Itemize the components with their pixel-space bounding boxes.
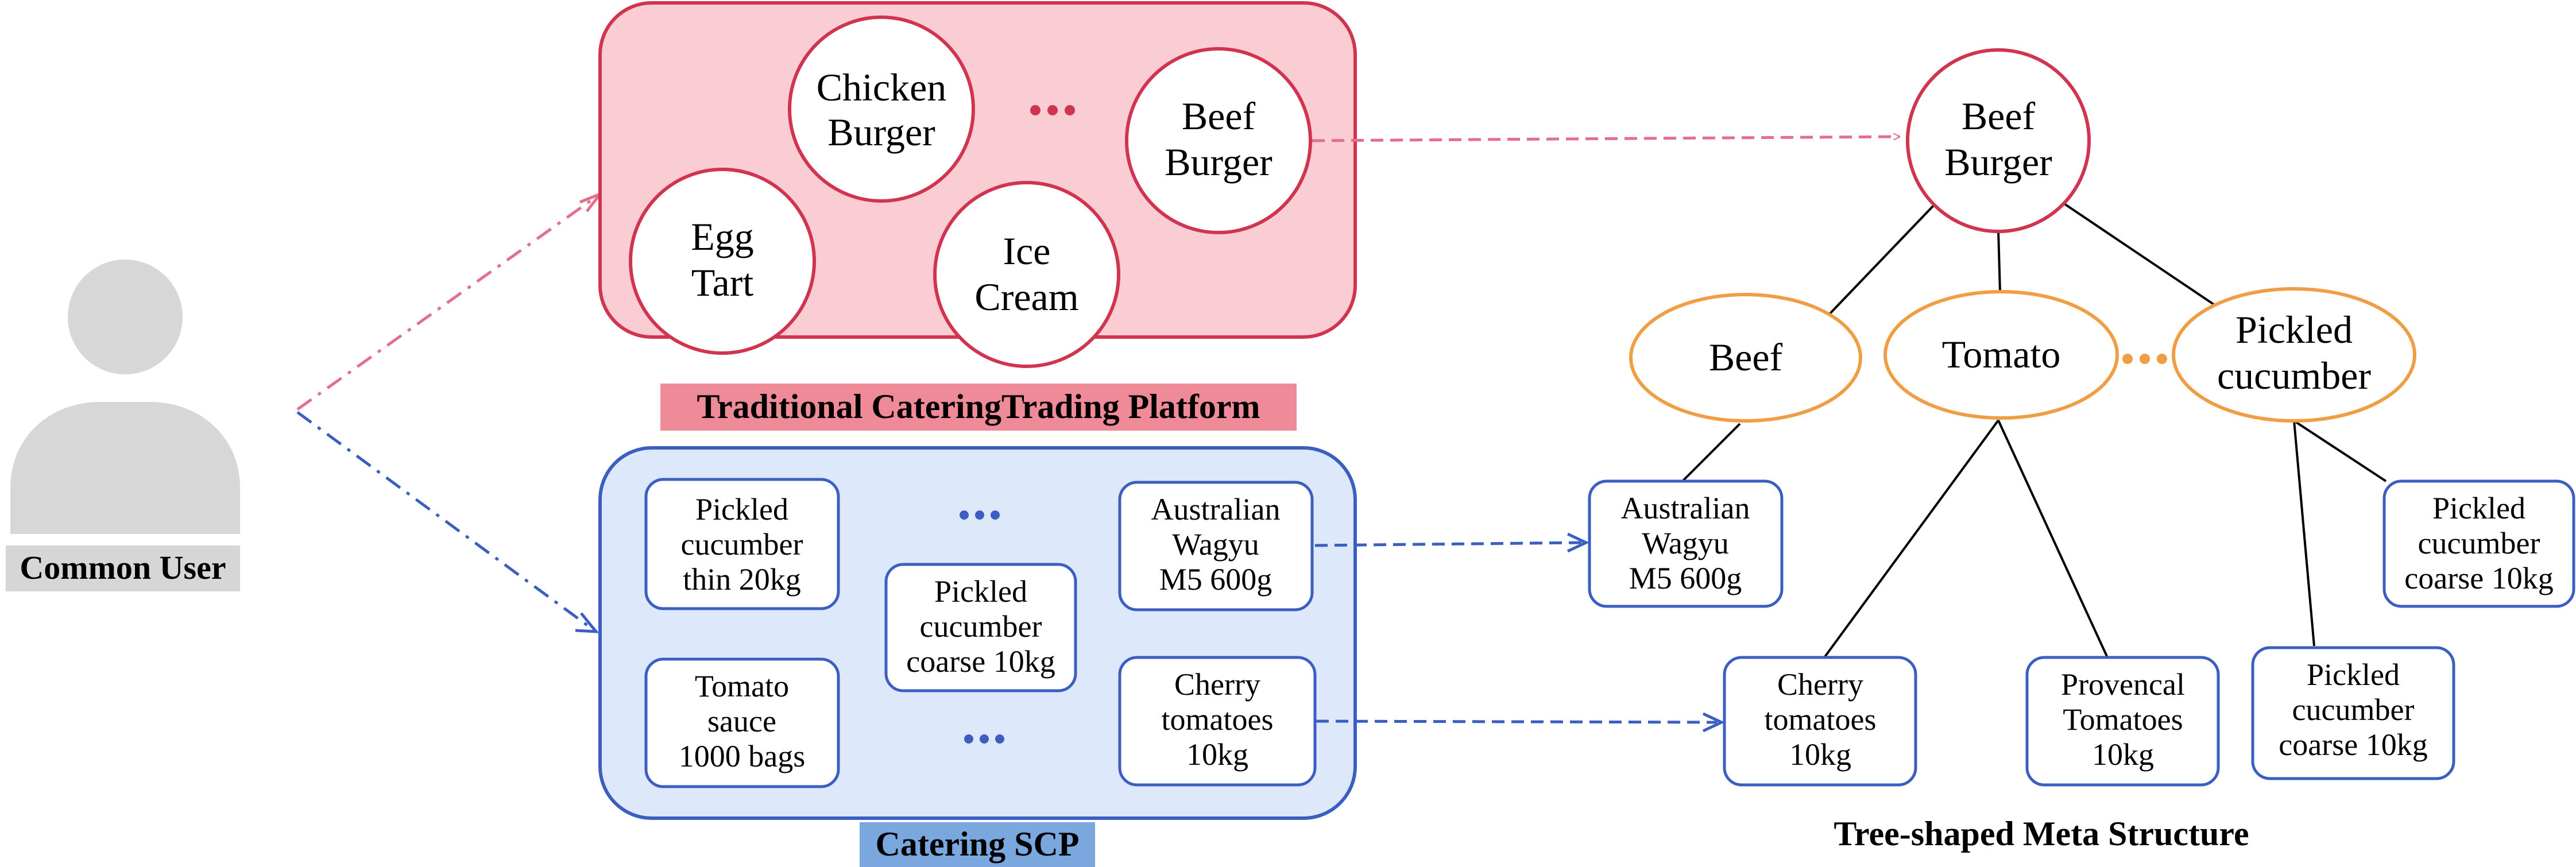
- tree-root-line-2: Burger: [1944, 140, 2052, 184]
- catering-scp: Pickled cucumber thin 20kg Australian Wa…: [598, 446, 1357, 867]
- node-beef-burger: Beef Burger: [1125, 47, 1312, 234]
- egg-tart-line-2: Tart: [691, 261, 754, 304]
- scp-cherry-to-tree-arrow: [1316, 719, 1718, 724]
- platform-to-tree-arrow: [1312, 137, 1900, 142]
- beef-burger-line-2: Burger: [1165, 140, 1272, 184]
- tree-leaf-wagyu-line-3: M5 600g: [1629, 561, 1742, 595]
- tree-ellipsis-dots: [2122, 354, 2167, 364]
- tree-label: Tree-shaped Meta Structure: [1834, 815, 2249, 853]
- tree-leaf-pickled-b-line-3: coarse 10kg: [2279, 727, 2427, 762]
- tree-leaf-provencal-line-2: Tomatoes: [2063, 702, 2183, 737]
- tree-leaf-pickled-a: Pickled cucumber coarse 10kg: [2382, 479, 2575, 608]
- tree-leaf-wagyu: Australian Wagyu M5 600g: [1588, 479, 1784, 608]
- beef-burger-line-1: Beef: [1182, 94, 1256, 138]
- tree-leaf-pickled-b-line-2: cucumber: [2292, 692, 2415, 727]
- tree-leaf-pickled-a-line-3: coarse 10kg: [2404, 561, 2553, 595]
- scp-cherry-line-1: Cherry: [1174, 667, 1260, 702]
- pickled-coarse-line-2: cucumber: [920, 609, 1042, 644]
- scp-label: Catering SCP: [876, 825, 1080, 863]
- pickled-thin-line-3: thin 20kg: [683, 562, 801, 597]
- node-egg-tart: Egg Tart: [629, 168, 816, 355]
- person-icon: [10, 260, 240, 534]
- tree-edges: [1681, 203, 2387, 659]
- tree-leaf-wagyu-line-2: Wagyu: [1642, 526, 1729, 560]
- tomato-sauce-line-1: Tomato: [695, 669, 789, 703]
- tree-leaf-pickled-a-line-2: cucumber: [2418, 526, 2540, 560]
- scp-label-bg: [860, 822, 1095, 867]
- chicken-burger-line-2: Burger: [827, 110, 935, 154]
- tree-leaf-pickled-a-line-1: Pickled: [2432, 491, 2525, 525]
- platform-label-bg: [660, 384, 1297, 431]
- egg-tart-line-1: Egg: [691, 215, 754, 258]
- tree-leaf-pickled-b-line-1: Pickled: [2307, 657, 2400, 692]
- common-user: Common User: [6, 260, 240, 591]
- tree-category-beef: Beef: [1629, 293, 1862, 423]
- tree-category-tomato-text: Tomato: [1942, 332, 2061, 376]
- tree-leaf-provencal: Provencal Tomatoes 10kg: [2025, 656, 2220, 787]
- tree-leaf-pickled-b: Pickled cucumber coarse 10kg: [2251, 646, 2455, 780]
- pickled-coarse-line-3: coarse 10kg: [906, 644, 1055, 679]
- scp-cherry-line-3: 10kg: [1186, 737, 1248, 772]
- tree-leaf-cherry-line-3: 10kg: [1789, 737, 1851, 772]
- chicken-burger-line-1: Chicken: [817, 65, 947, 109]
- scp-wagyu-to-tree-arrow: [1314, 541, 1583, 547]
- ice-cream-line-1: Ice: [1003, 229, 1050, 273]
- tomato-sauce-line-2: sauce: [707, 704, 776, 738]
- node-ice-cream: Ice Cream: [933, 181, 1120, 368]
- common-user-label-bg: [6, 545, 240, 591]
- node-chicken-burger: Chicken Burger: [788, 16, 975, 203]
- tree-category-pickled: Pickled cucumber: [2172, 287, 2416, 423]
- tree-leaf-provencal-line-3: 10kg: [2092, 737, 2154, 772]
- scp-wagyu-line-1: Australian: [1151, 492, 1281, 527]
- user-to-platform-arrow: [296, 193, 599, 411]
- scp-item-cherry: Cherry tomatoes 10kg: [1118, 656, 1317, 787]
- ellipsis-dots: [1030, 105, 1075, 115]
- tomato-sauce-line-3: 1000 bags: [679, 739, 805, 773]
- pickled-coarse-line-1: Pickled: [934, 574, 1027, 609]
- tree-leaf-wagyu-line-1: Australian: [1621, 491, 1750, 525]
- tree-category-beef-text: Beef: [1709, 335, 1783, 379]
- scp-item-pickled-coarse: Pickled cucumber coarse 10kg: [884, 563, 1077, 692]
- tree-leaf-cherry-line-1: Cherry: [1777, 667, 1863, 702]
- pickled-thin-line-1: Pickled: [695, 492, 788, 527]
- tree-leaf-cherry-line-2: tomatoes: [1765, 702, 1877, 737]
- pickled-thin-line-2: cucumber: [681, 527, 803, 562]
- tree-root-beef-burger: Beef Burger: [1906, 48, 2091, 233]
- scp-cherry-to-tree-arrowhead: [1702, 712, 1725, 733]
- common-user-label: Common User: [20, 549, 226, 586]
- scp-item-pickled-thin: Pickled cucumber thin 20kg: [644, 478, 840, 610]
- traditional-platform: Chicken Burger Beef Burger Egg Tart Ice …: [598, 1, 1357, 431]
- tree-root-line-1: Beef: [1962, 94, 2036, 138]
- scp-wagyu-line-3: M5 600g: [1159, 562, 1272, 597]
- scp-wagyu-line-2: Wagyu: [1172, 527, 1259, 562]
- tree-category-tomato: Tomato: [1883, 290, 2119, 420]
- scp-cherry-line-2: tomatoes: [1162, 702, 1274, 737]
- scp-item-wagyu: Australian Wagyu M5 600g: [1118, 481, 1314, 611]
- ice-cream-line-2: Cream: [974, 275, 1078, 319]
- tree-category-pickled-line-2: cucumber: [2217, 354, 2371, 397]
- tree-meta-structure: Beef Burger Beef Tomato Pickled cucumber…: [1588, 48, 2575, 853]
- tree-leaf-provencal-line-1: Provencal: [2061, 667, 2185, 702]
- scp-item-tomato-sauce: Tomato sauce 1000 bags: [644, 657, 840, 788]
- tree-leaf-cherry: Cherry tomatoes 10kg: [1723, 656, 1917, 787]
- scp-ellipsis-top: [960, 510, 1000, 520]
- scp-wagyu-to-tree-arrowhead: [1567, 532, 1589, 553]
- platform-label: Traditional CateringTrading Platform: [697, 388, 1260, 425]
- scp-ellipsis-bottom: [964, 734, 1004, 744]
- user-to-scp-arrow: [296, 411, 595, 632]
- user-to-scp-arrowhead: [575, 612, 599, 633]
- tree-category-pickled-line-1: Pickled: [2235, 308, 2353, 351]
